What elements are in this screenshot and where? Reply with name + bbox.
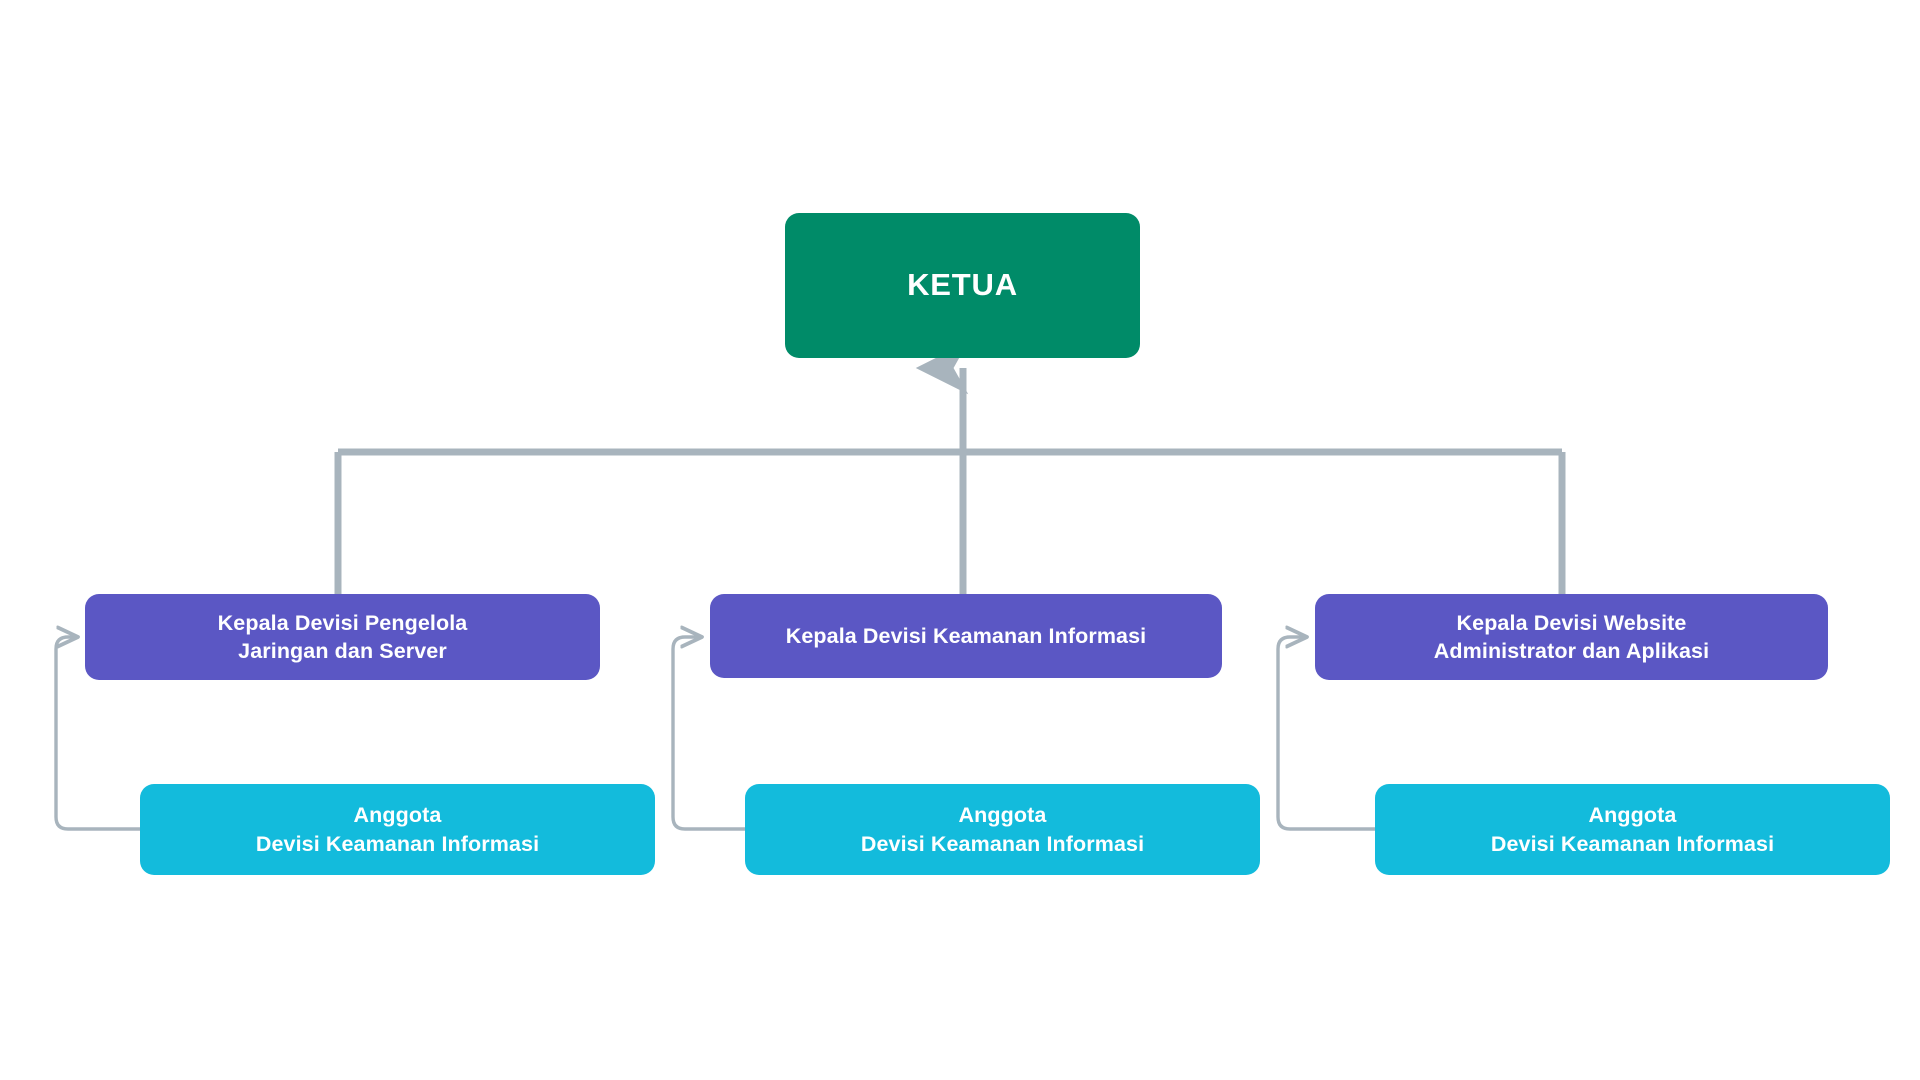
node-kepala-devisi-2-label: Kepala Devisi Keamanan Informasi bbox=[785, 623, 1147, 648]
node-anggota-2[interactable]: Anggota Devisi Keamanan Informasi bbox=[745, 784, 1260, 875]
node-anggota-1-label: Anggota Devisi Keamanan Informasi bbox=[255, 803, 540, 856]
node-anggota-2-label: Anggota Devisi Keamanan Informasi bbox=[860, 803, 1145, 856]
node-kepala-devisi-1-label: Kepala Devisi Pengelola Jaringan dan Ser… bbox=[217, 610, 468, 663]
node-ketua-label: KETUA bbox=[907, 267, 1018, 303]
node-kepala-devisi-2[interactable]: Kepala Devisi Keamanan Informasi bbox=[710, 594, 1222, 678]
node-kepala-devisi-1[interactable]: Kepala Devisi Pengelola Jaringan dan Ser… bbox=[85, 594, 600, 680]
node-anggota-3-label: Anggota Devisi Keamanan Informasi bbox=[1490, 803, 1775, 856]
node-kepala-devisi-3[interactable]: Kepala Devisi Website Administrator dan … bbox=[1315, 594, 1828, 680]
node-kepala-devisi-3-label: Kepala Devisi Website Administrator dan … bbox=[1433, 610, 1710, 663]
node-anggota-3[interactable]: Anggota Devisi Keamanan Informasi bbox=[1375, 784, 1890, 875]
node-anggota-1[interactable]: Anggota Devisi Keamanan Informasi bbox=[140, 784, 655, 875]
node-ketua[interactable]: KETUA bbox=[785, 213, 1140, 358]
